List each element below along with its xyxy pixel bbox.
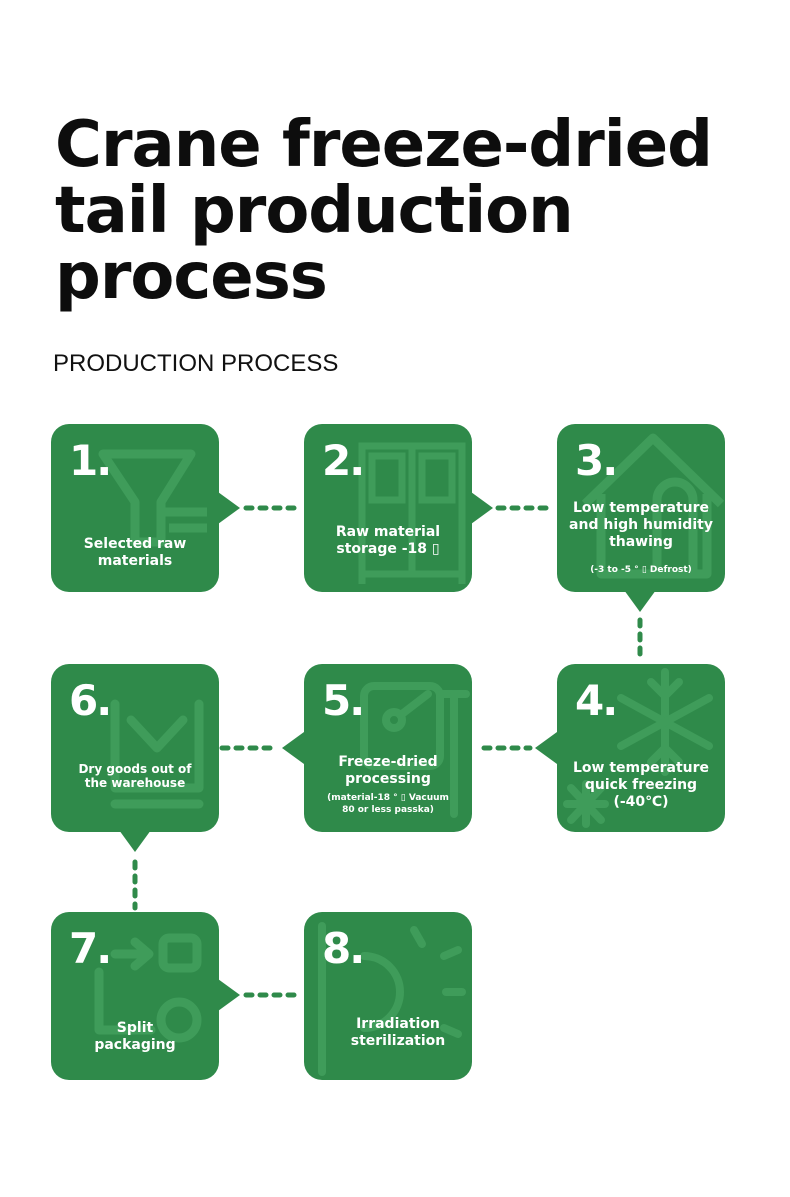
step-label: Freeze-dried processing [338, 754, 438, 787]
title-line-3: process [55, 240, 328, 314]
step-8-card: 8. Irradiation sterilization [304, 912, 472, 1080]
cold-storage-icon [358, 442, 466, 584]
title-line-1: Crane freeze-dried [55, 108, 713, 182]
split-icon [94, 933, 202, 1043]
snowflake-icon [563, 668, 713, 828]
step-number: 3. [575, 436, 618, 485]
step-number: 8. [322, 924, 365, 973]
pointer-1-right [218, 492, 240, 524]
step-5-card: 5. Freeze-dried processing (material-18 … [304, 664, 472, 832]
pointer-2-right [471, 492, 493, 524]
step-number: 1. [69, 436, 112, 485]
page-title: Crane freeze-dried tail production proce… [55, 112, 775, 310]
sun-icon [318, 922, 466, 1076]
machine-icon [360, 682, 470, 818]
step-label: Selected raw materials [83, 536, 187, 569]
title-line-2: tail production [55, 174, 574, 248]
step-label: Split packaging [94, 1020, 176, 1053]
step-note: (-3 to -5 ° ▯ Defrost) [590, 565, 692, 575]
step-label: Dry goods out of the warehouse [78, 762, 192, 790]
step-label: Low temperature and high humidity thawin… [569, 500, 713, 550]
step-number: 6. [69, 676, 112, 725]
step-note: (material-18 ° ▯ Vacuum 80 or less passk… [327, 793, 449, 815]
step-label: Low temperature quick freezing (-40℃) [572, 760, 710, 810]
step-label: Irradiation sterilization [350, 1016, 446, 1049]
step-number: 7. [69, 924, 112, 973]
step-label: Raw material storage -18 ▯ [335, 524, 441, 557]
pointer-6-down [119, 830, 151, 852]
section-subtitle: PRODUCTION PROCESS [53, 350, 339, 377]
step-6-card: 6. Dry goods out of the warehouse [51, 664, 219, 832]
pointer-3-down [624, 590, 656, 612]
house-icon [581, 433, 725, 579]
step-number: 4. [575, 676, 618, 725]
pointer-4-left [535, 732, 557, 764]
step-1-card: 1. Selected raw materials [51, 424, 219, 592]
step-7-card: 7. Split packaging [51, 912, 219, 1080]
funnel-icon [98, 449, 207, 547]
pointer-7-right [218, 979, 240, 1011]
pointer-5-left [282, 732, 304, 764]
step-number: 5. [322, 676, 365, 725]
box-out-icon [110, 699, 204, 809]
step-4-card: 4. Low temperature quick freezing (-40℃) [557, 664, 725, 832]
step-number: 2. [322, 436, 365, 485]
step-3-card: 3. Low temperature and high humidity tha… [557, 424, 725, 592]
step-2-card: 2. Raw material storage -18 ▯ [304, 424, 472, 592]
